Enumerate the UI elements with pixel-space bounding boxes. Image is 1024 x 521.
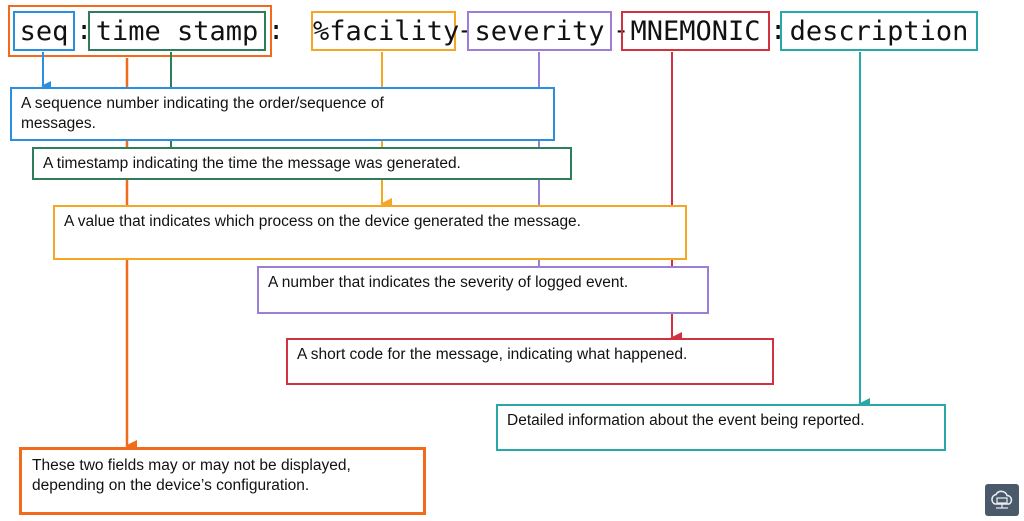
mnemonic-field: MNEMONIC xyxy=(621,11,770,51)
colon-separator: : xyxy=(770,15,787,46)
facility-description: A value that indicates which process on … xyxy=(53,205,687,260)
optional-fields-note: These two fields may or may not be displ… xyxy=(19,447,426,515)
timestamp-description: A timestamp indicating the time the mess… xyxy=(32,147,572,180)
severity-description: A number that indicates the severity of … xyxy=(257,266,709,314)
optional-fields-group-outline xyxy=(8,5,272,57)
seq-field: seq xyxy=(13,11,75,51)
mnemonic-description: A short code for the message, indicating… xyxy=(286,338,774,385)
seq-description: A sequence number indicating the order/s… xyxy=(10,87,555,141)
description-field: description xyxy=(780,11,978,51)
colon-space-separator: : xyxy=(268,15,285,46)
dash-separator: - xyxy=(457,15,474,46)
description-description: Detailed information about the event bei… xyxy=(496,404,946,451)
timestamp-field: time stamp xyxy=(88,11,266,51)
severity-field: severity xyxy=(467,11,612,51)
cloud-network-logo-icon xyxy=(985,484,1019,516)
facility-field: %facility xyxy=(311,11,459,51)
